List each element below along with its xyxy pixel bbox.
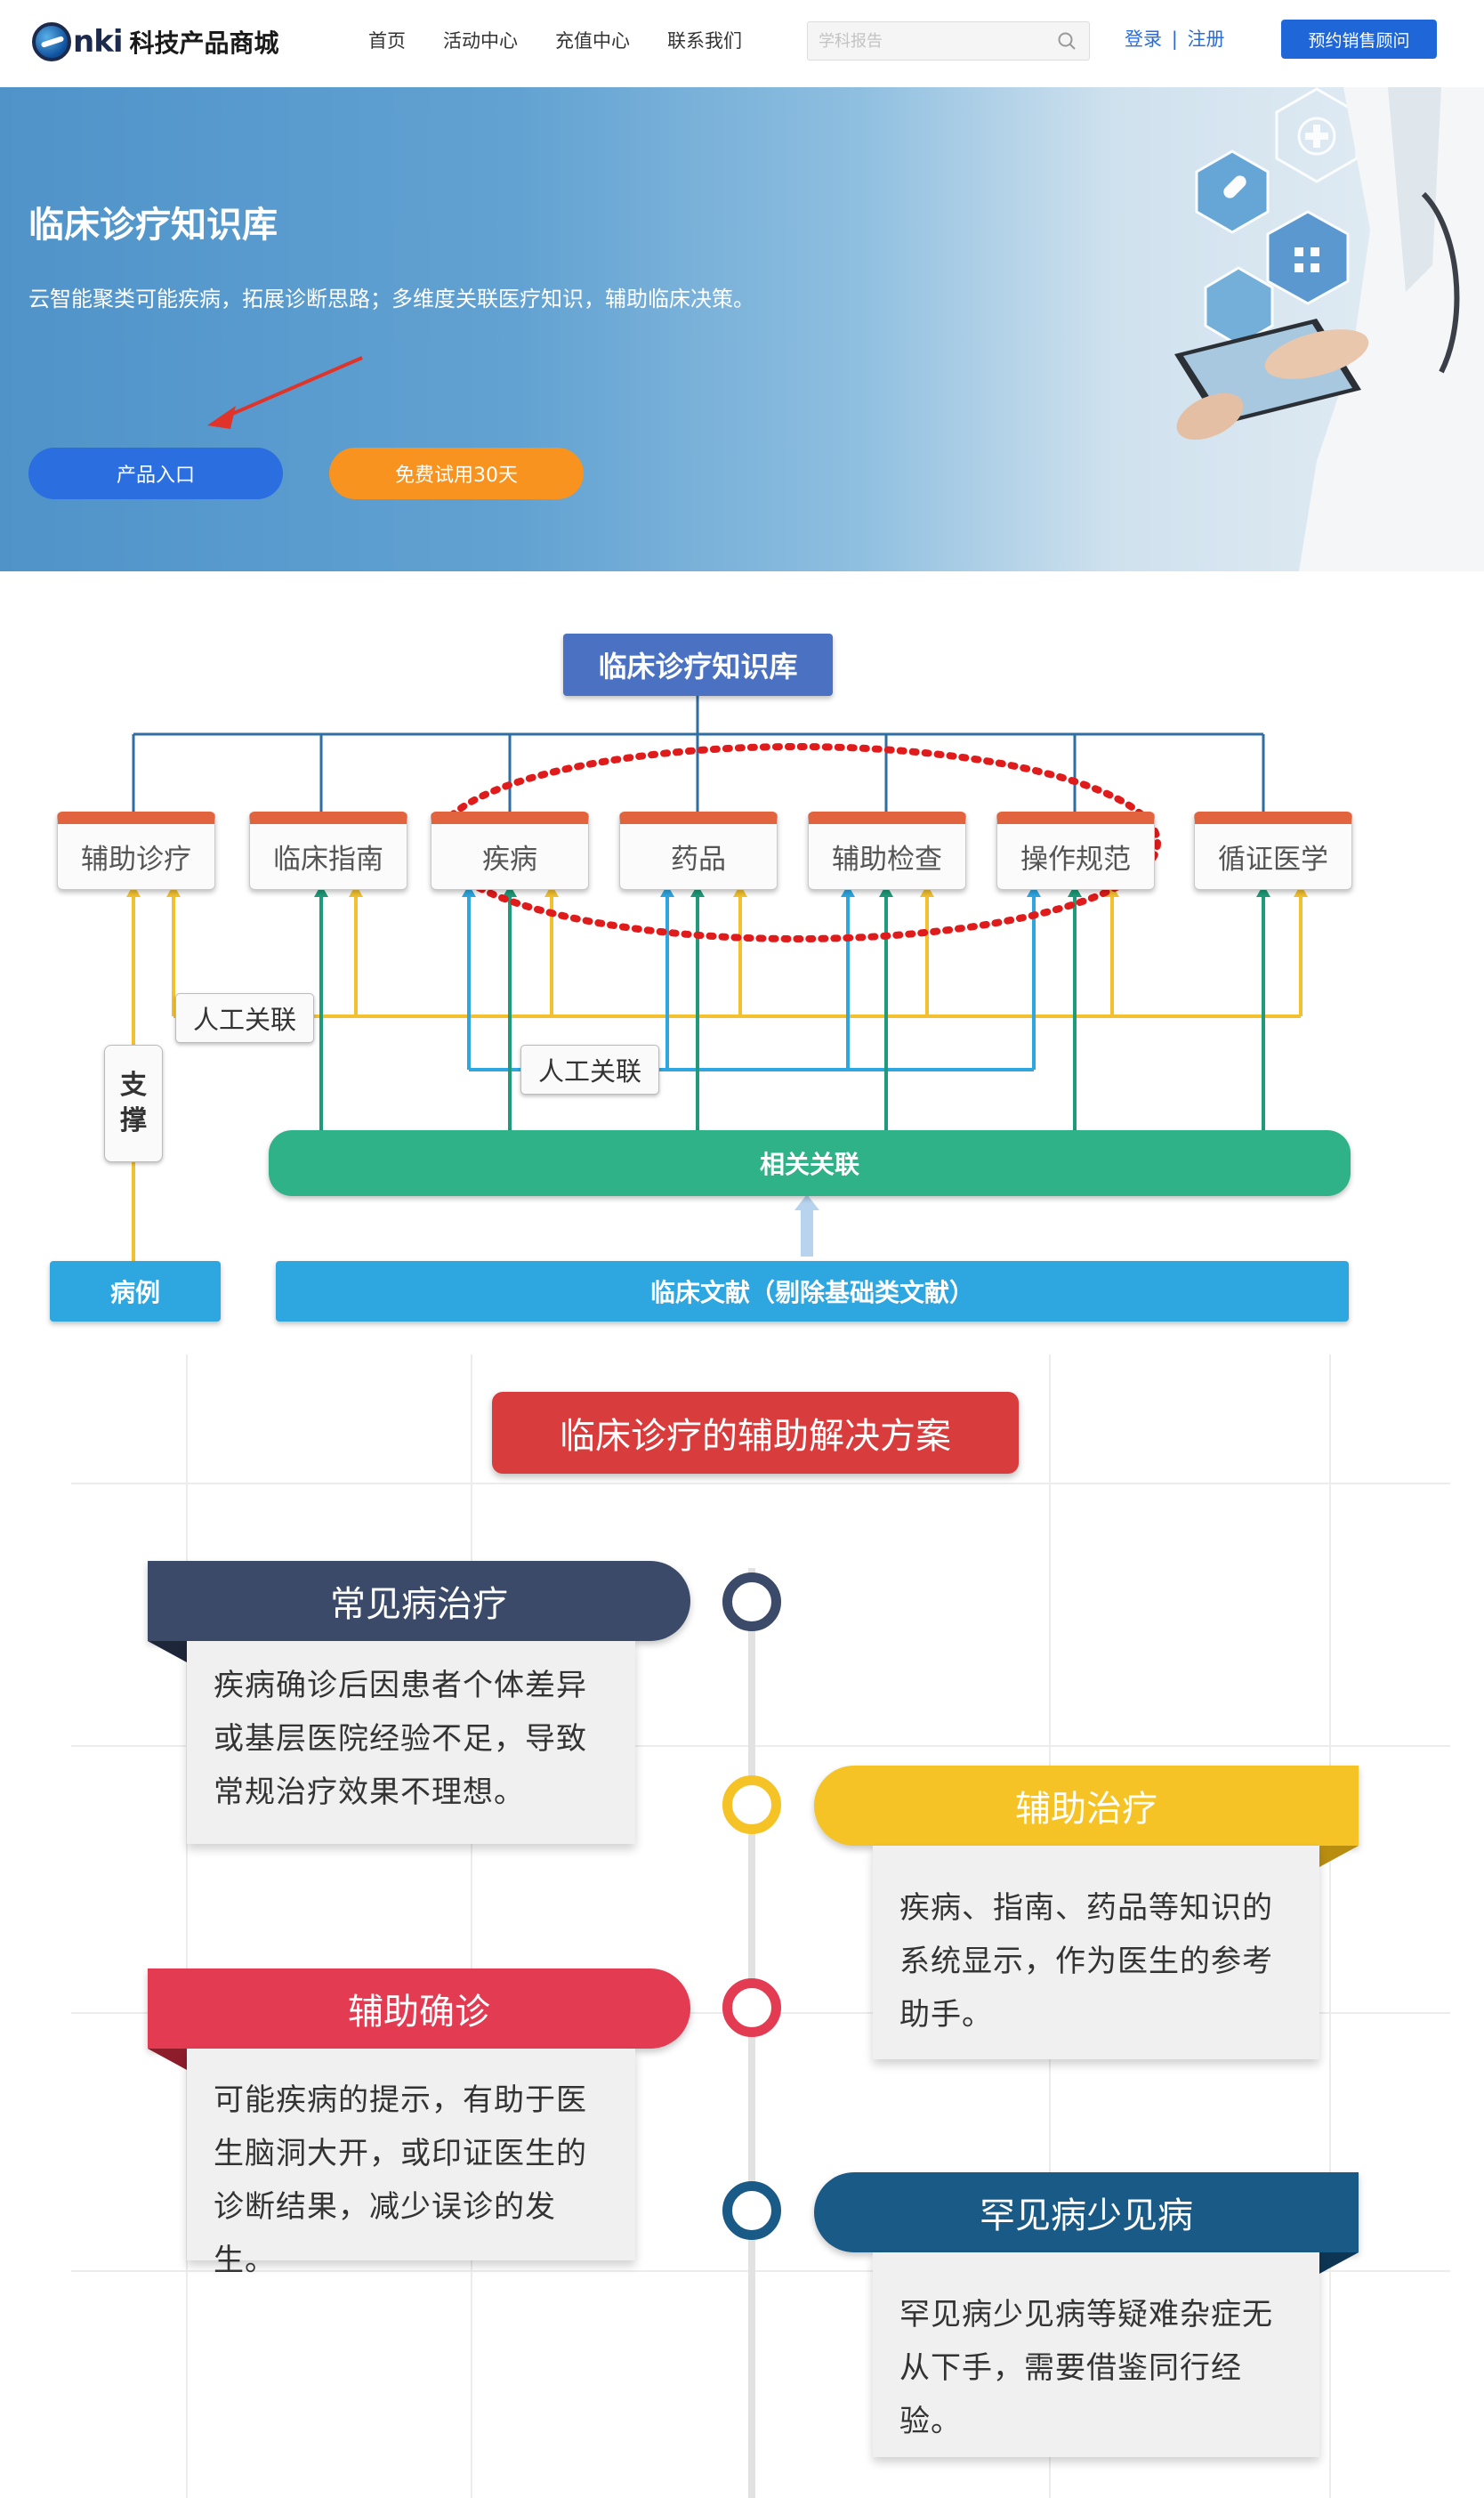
nav-home[interactable]: 首页 bbox=[368, 30, 406, 52]
manual-link-label-2: 人工关联 bbox=[520, 1045, 659, 1095]
solution-tag-rare-disease: 罕见病少见病 bbox=[814, 2172, 1359, 2252]
site-logo[interactable]: nki 科技产品商城 bbox=[32, 20, 279, 64]
card-line: 助手。 bbox=[899, 1997, 993, 2033]
cnki-globe-icon bbox=[32, 22, 71, 61]
hexagon-icons bbox=[1195, 87, 1359, 347]
card-line: 从下手，需要借鉴同行经验。 bbox=[899, 2350, 1242, 2439]
timeline-dot-3 bbox=[722, 1978, 781, 2037]
correlation-bar: 相关关联 bbox=[269, 1130, 1351, 1196]
auth-links: 登录 | 注册 bbox=[1125, 25, 1224, 52]
category-clinical-guidelines: 临床指南 bbox=[249, 812, 407, 890]
search-box bbox=[807, 21, 1090, 61]
solution-tag-aided-confirmation: 辅助确诊 bbox=[148, 1968, 690, 2049]
support-char-1: 支 bbox=[120, 1070, 147, 1101]
support-char-2: 撑 bbox=[120, 1105, 147, 1136]
solution-card-aided-treatment: 疾病、指南、药品等知识的 系统显示，作为医生的参考 助手。 bbox=[873, 1846, 1319, 2059]
tag-fold-4 bbox=[1319, 2252, 1359, 2274]
category-aided-diagnosis: 辅助诊疗 bbox=[57, 812, 215, 890]
hero-banner: 临床诊疗知识库 云智能聚类可能疾病，拓展诊断思路；多维度关联医疗知识，辅助临床决… bbox=[0, 87, 1484, 571]
card-line: 或基层医院经验不足，导致 bbox=[214, 1721, 587, 1757]
solution-card-aided-confirmation: 可能疾病的提示，有助于医 生脑洞大开，或印证医生的 诊断结果，减少误诊的发生。 bbox=[187, 2049, 635, 2278]
card-line: 生脑洞大开，或印证医生的 bbox=[214, 2136, 587, 2171]
hero-subtitle: 云智能聚类可能疾病，拓展诊断思路；多维度关联医疗知识，辅助临床决策。 bbox=[28, 287, 754, 311]
auth-separator: | bbox=[1171, 28, 1178, 50]
category-procedures: 操作规范 bbox=[996, 812, 1155, 890]
tag-fold-3 bbox=[148, 2049, 187, 2070]
knowledge-structure-diagram: 临床诊疗知识库 辅助诊疗 临床指南 疾病 药品 辅助检查 操作规范 循证医学 人… bbox=[0, 571, 1484, 1354]
nav-contact[interactable]: 联系我们 bbox=[667, 30, 742, 52]
solutions-title: 临床诊疗的辅助解决方案 bbox=[492, 1392, 1019, 1474]
solution-card-common-disease: 疾病确诊后因患者个体差异 或基层医院经验不足，导致 常规治疗效果不理想。 bbox=[187, 1641, 635, 1844]
category-disease: 疾病 bbox=[431, 812, 589, 890]
manual-link-label-1: 人工关联 bbox=[175, 993, 314, 1043]
card-line: 罕见病少见病等疑难杂症无 bbox=[899, 2297, 1273, 2332]
card-line: 疾病确诊后因患者个体差异 bbox=[214, 1668, 587, 1703]
tag-fold-1 bbox=[148, 1641, 187, 1662]
timeline-dot-1 bbox=[722, 1572, 781, 1631]
nav-recharge[interactable]: 充值中心 bbox=[555, 30, 630, 52]
cases-box: 病例 bbox=[50, 1261, 221, 1322]
consult-sales-button[interactable]: 预约销售顾问 bbox=[1281, 20, 1437, 59]
card-line: 常规治疗效果不理想。 bbox=[214, 1774, 525, 1810]
category-drugs: 药品 bbox=[619, 812, 778, 890]
solution-card-rare-disease: 罕见病少见病等疑难杂症无 从下手，需要借鉴同行经验。 bbox=[873, 2252, 1319, 2457]
top-navbar: nki 科技产品商城 首页 活动中心 充值中心 联系我们 登录 | 注册 预约销… bbox=[0, 0, 1484, 87]
search-icon[interactable] bbox=[1057, 31, 1077, 51]
login-link[interactable]: 登录 bbox=[1125, 28, 1162, 50]
card-line: 可能疾病的提示，有助于医 bbox=[214, 2082, 587, 2118]
solution-tag-aided-treatment: 辅助治疗 bbox=[814, 1766, 1359, 1846]
category-evidence-medicine: 循证医学 bbox=[1194, 812, 1352, 890]
red-arrow-icon bbox=[207, 356, 363, 429]
tag-fold-2 bbox=[1319, 1846, 1359, 1867]
nav-activities[interactable]: 活动中心 bbox=[443, 30, 518, 52]
logo-title: 科技产品商城 bbox=[129, 28, 279, 58]
logo-mark-text: nki bbox=[73, 24, 123, 60]
diagram-root-node: 临床诊疗知识库 bbox=[563, 634, 833, 696]
literature-box: 临床文献（剔除基础类文献） bbox=[276, 1261, 1349, 1322]
free-trial-button[interactable]: 免费试用30天 bbox=[329, 448, 584, 499]
solutions-section: 临床诊疗的辅助解决方案 常见病治疗 疾病确诊后因患者个体差异 或基层医院经验不足… bbox=[0, 1354, 1484, 2498]
main-nav: 首页 活动中心 充值中心 联系我们 bbox=[368, 27, 742, 53]
timeline-dot-4 bbox=[722, 2181, 781, 2240]
support-label: 支 撑 bbox=[104, 1045, 163, 1162]
timeline-dot-2 bbox=[722, 1775, 781, 1834]
register-link[interactable]: 注册 bbox=[1187, 28, 1225, 50]
product-entry-button[interactable]: 产品入口 bbox=[28, 448, 283, 499]
card-line: 诊断结果，减少误诊的发生。 bbox=[214, 2189, 556, 2278]
category-aux-exam: 辅助检查 bbox=[808, 812, 966, 890]
card-line: 系统显示，作为医生的参考 bbox=[899, 1944, 1273, 1979]
hero-title: 临床诊疗知识库 bbox=[28, 205, 278, 246]
doctor-illustration bbox=[1174, 87, 1484, 571]
search-input[interactable] bbox=[819, 29, 1041, 53]
solution-tag-common-disease: 常见病治疗 bbox=[148, 1561, 690, 1641]
card-line: 疾病、指南、药品等知识的 bbox=[899, 1890, 1273, 1926]
